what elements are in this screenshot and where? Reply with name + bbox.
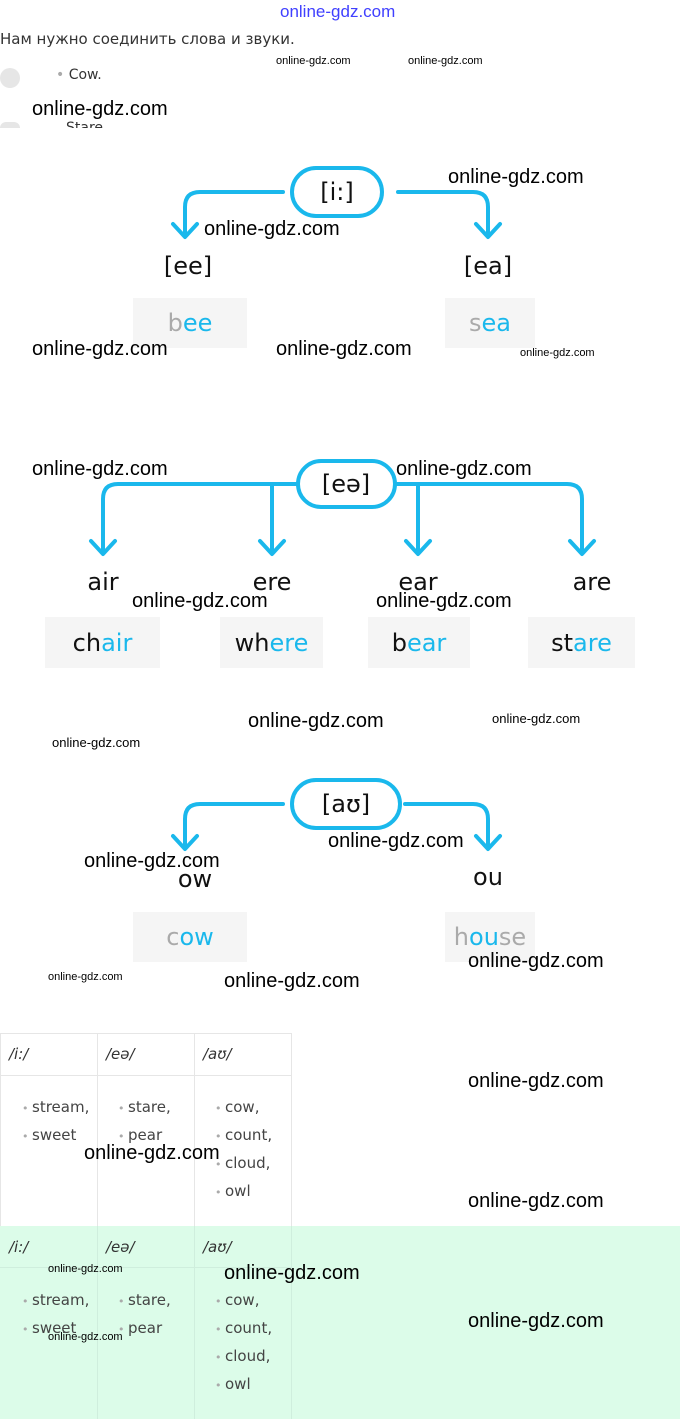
watermark: online-gdz.com: [276, 55, 351, 67]
play-icon[interactable]: [0, 68, 20, 88]
table-cell: cow,count,cloud,owl: [215, 1094, 272, 1206]
intro-text: Нам нужно соединить слова и звуки.: [0, 30, 295, 48]
watermark: online-gdz.com: [224, 1262, 360, 1284]
sound-label: [eə]: [321, 470, 371, 498]
watermark: online-gdz.com: [276, 338, 412, 360]
watermark: online-gdz.com: [32, 98, 168, 120]
table-cell: cow,count,cloud,owl: [215, 1287, 272, 1399]
watermark: online-gdz.com: [248, 710, 384, 732]
list-item: Stare: [66, 120, 104, 128]
play-icon[interactable]: [0, 122, 20, 128]
table-header: /aʊ/: [203, 1238, 232, 1256]
watermark: online-gdz.com: [48, 971, 123, 983]
watermark: online-gdz.com: [224, 970, 360, 992]
watermark: online-gdz.com: [468, 1190, 604, 1212]
sound-label: [aʊ]: [321, 790, 371, 818]
watermark: online-gdz.com: [32, 338, 168, 360]
spelling-label: [ee]: [163, 252, 213, 280]
answer-table: /i:/ /eə/ /aʊ/ stream,sweet stare,pear c…: [0, 1226, 680, 1419]
spelling-label: air: [87, 568, 119, 596]
spelling-label: ear: [398, 568, 438, 596]
watermark: online-gdz.com: [492, 711, 581, 726]
table-cell: stream,sweet: [22, 1287, 89, 1343]
table-cell: stare,pear: [118, 1287, 171, 1343]
watermark: online-gdz.com: [84, 1142, 220, 1164]
table-header: /i:/: [9, 1045, 29, 1063]
arrow-right: [396, 190, 502, 239]
watermark: online-gdz.com: [328, 830, 464, 852]
watermark: online-gdz.com: [48, 1263, 123, 1275]
watermark: online-gdz.com: [204, 218, 340, 240]
table-header: /i:/: [9, 1238, 29, 1256]
table-header: /eə/: [106, 1045, 135, 1063]
spelling-label: ow: [177, 865, 213, 893]
watermark: online-gdz.com: [468, 1310, 604, 1332]
sound-label: [i:]: [320, 178, 354, 206]
table-cell: stare,pear: [118, 1094, 171, 1150]
watermark: online-gdz.com: [48, 1331, 123, 1343]
watermark: online-gdz.com: [448, 166, 584, 188]
sound-pill-au: [290, 778, 402, 830]
sound-pill-ii: [290, 166, 384, 218]
watermark: online-gdz.com: [408, 55, 483, 67]
spelling-label: ou: [473, 863, 503, 891]
arrow-left: [171, 190, 285, 239]
spelling-label: [ea]: [463, 252, 513, 280]
watermark: online-gdz.com: [396, 458, 532, 480]
watermark: online-gdz.com: [84, 850, 220, 872]
table-cell: stream,sweet: [22, 1094, 89, 1150]
spelling-label: are: [572, 568, 612, 596]
table-header: /eə/: [106, 1238, 135, 1256]
header-watermark: online-gdz.com: [280, 2, 396, 21]
list-item: • Cow.: [56, 67, 102, 83]
watermark: online-gdz.com: [520, 347, 595, 359]
watermark: online-gdz.com: [132, 590, 268, 612]
spelling-label: ere: [252, 568, 292, 596]
watermark: online-gdz.com: [468, 1070, 604, 1092]
sounds-table: /i:/ /eə/ /aʊ/ stream,sweet stare,pear c…: [0, 1033, 680, 1226]
table-header: /aʊ/: [203, 1045, 232, 1063]
watermark: online-gdz.com: [468, 950, 604, 972]
watermark: online-gdz.com: [52, 735, 141, 750]
watermark: online-gdz.com: [32, 458, 168, 480]
watermark: online-gdz.com: [376, 590, 512, 612]
